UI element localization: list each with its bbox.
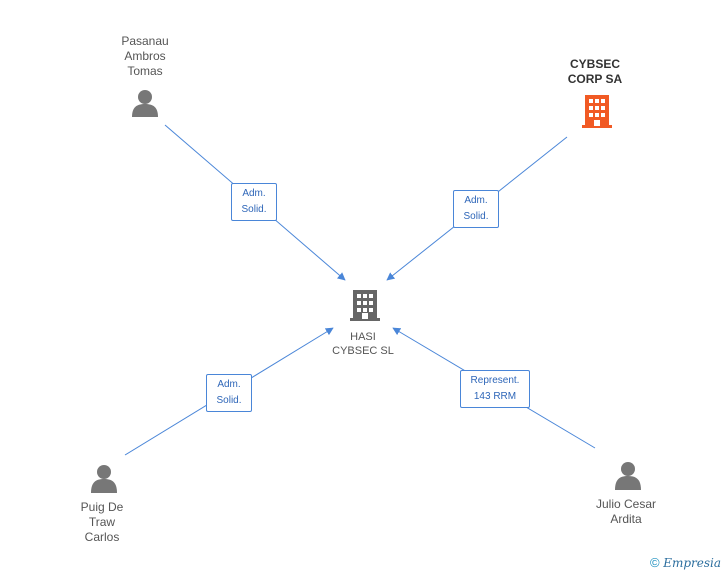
edge-label-top-left: Adm. Solid. [231,183,277,221]
edge-label-bottom-left: Adm. Solid. [206,374,252,412]
node-label-cybsec-corp[interactable]: CYBSEC CORP SA [567,57,623,86]
person-icon [615,462,641,490]
person-icon [132,90,158,117]
edge-label-bottom-right: Represent. 143 RRM [460,370,530,408]
building-icon [350,290,380,321]
copyright-icon: © [650,555,660,570]
node-label-pasanau[interactable]: Pasanau Ambros Tomas [121,34,169,78]
footer-brand[interactable]: © Empresia [650,555,721,570]
edge-label-top-right: Adm. Solid. [453,190,499,228]
node-label-puig[interactable]: Puig De Traw Carlos [80,500,124,544]
node-label-julio[interactable]: Julio Cesar Ardita [595,497,657,526]
node-label-hasi-cybsec[interactable]: HASI CYBSEC SL [332,331,394,357]
building-icon [582,95,612,128]
brand-name: Empresia [663,556,722,570]
person-icon [91,465,117,493]
